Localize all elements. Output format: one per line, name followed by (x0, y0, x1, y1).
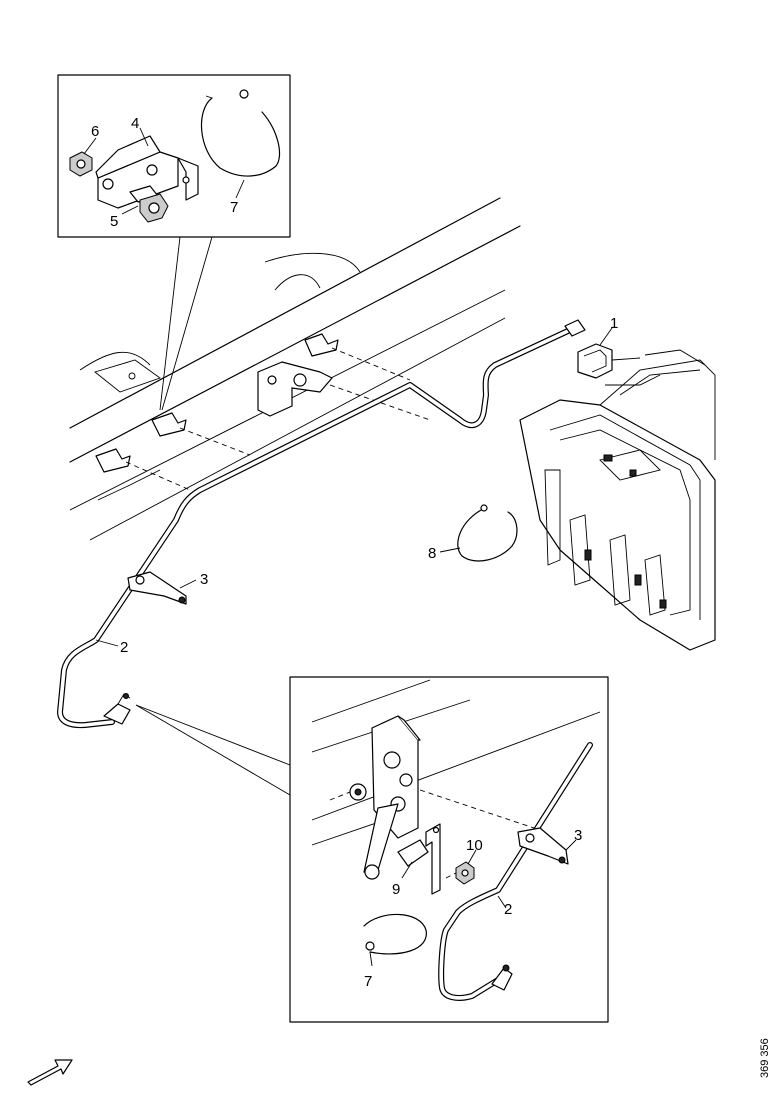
callout-7-inset: 7 (364, 973, 372, 990)
callout-4: 4 (131, 115, 139, 132)
inset-top (57, 74, 291, 411)
forward-arrow-icon (27, 1059, 73, 1086)
callout-2-inset: 2 (504, 901, 512, 918)
hose-ring-8 (457, 504, 518, 562)
main-leaders (95, 327, 613, 647)
callout-5: 5 (110, 213, 118, 230)
callout-9: 9 (392, 881, 400, 898)
reference-number: 369 356 (759, 1038, 771, 1078)
callout-7-top: 7 (230, 199, 238, 216)
callout-3-inset: 3 (574, 827, 582, 844)
pipe-2-main (57, 319, 586, 729)
callout-3-main: 3 (200, 571, 208, 588)
frame-clips (95, 333, 411, 491)
hinge-bracket (257, 361, 431, 421)
callout-labels: 6 4 5 7 1 3 2 8 3 10 9 2 7 (91, 115, 618, 990)
callout-8: 8 (428, 545, 436, 562)
callout-10: 10 (466, 837, 483, 854)
valve-part-1 (577, 343, 706, 386)
callout-6: 6 (91, 123, 99, 140)
callout-2-main: 2 (120, 639, 128, 656)
inset-bottom (135, 676, 609, 1023)
callout-1: 1 (610, 315, 618, 332)
cab-structure (519, 359, 716, 651)
pipe-clamp-3 (127, 571, 187, 605)
